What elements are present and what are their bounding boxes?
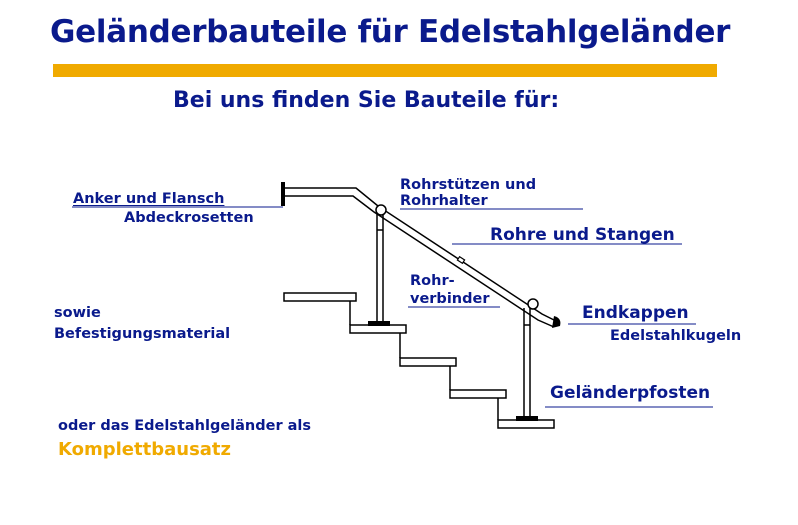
label-cover-rosettes: Abdeckrosetten bbox=[124, 210, 254, 226]
label-end-caps: Endkappen bbox=[582, 303, 689, 323]
label-pipe-supports-line1: Rohrstützen und bbox=[400, 177, 537, 193]
stair-tread bbox=[283, 292, 357, 302]
label-leader-lines bbox=[72, 206, 713, 408]
label-anchor-flange: Anker und Flansch bbox=[73, 191, 225, 207]
label-railing-posts: Geländerpfosten bbox=[550, 383, 711, 403]
anchor-flange bbox=[281, 182, 285, 206]
label-complete-kit: Komplettbausatz bbox=[58, 439, 232, 460]
stair-risers bbox=[349, 301, 499, 420]
stair-tread bbox=[449, 389, 507, 399]
label-steel-balls: Edelstahlkugeln bbox=[610, 328, 742, 344]
post-base-plate bbox=[368, 321, 390, 326]
post-base-plate bbox=[516, 416, 538, 421]
stair-treads bbox=[283, 292, 555, 429]
label-fastening-material: Befestigungsmaterial bbox=[54, 326, 231, 342]
label-connector-line2: verbinder bbox=[410, 291, 490, 307]
railing-post bbox=[523, 308, 531, 417]
stair-tread bbox=[399, 357, 457, 367]
stair-tread bbox=[349, 324, 407, 334]
label-connector-line1: Rohr- bbox=[410, 273, 455, 289]
pipe-support-joint bbox=[375, 204, 387, 216]
label-pipe-supports-line2: Rohrhalter bbox=[400, 193, 488, 209]
label-or-as: oder das Edelstahlgeländer als bbox=[58, 418, 312, 434]
end-cap bbox=[552, 316, 561, 328]
page-subtitle: Bei uns finden Sie Bauteile für: bbox=[173, 88, 560, 113]
label-also: sowie bbox=[54, 305, 101, 321]
stair-tread bbox=[497, 419, 555, 429]
label-pipes-rods: Rohre und Stangen bbox=[490, 225, 675, 245]
pipe-connector bbox=[456, 255, 466, 265]
pipe-support-joint bbox=[527, 298, 539, 310]
page-title: Geländerbauteile für Edelstahlgeländer bbox=[50, 14, 731, 50]
railing-post bbox=[376, 213, 384, 322]
title-underline-bar bbox=[53, 64, 717, 77]
